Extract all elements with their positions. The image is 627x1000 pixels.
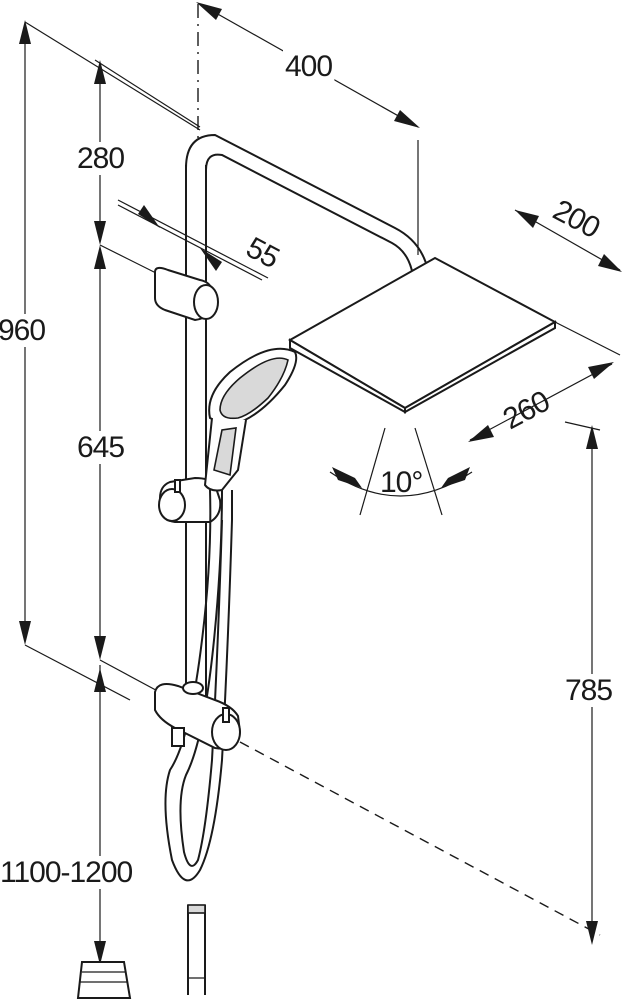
floor-symbol: [76, 961, 132, 999]
overhead-shower-head: [288, 256, 558, 414]
dim-total-height: 960: [0, 314, 45, 347]
upper-wall-bracket: [154, 266, 219, 322]
hand-shower: [203, 347, 298, 492]
riser-rail: [185, 165, 207, 710]
dim-wall-offset: 55: [241, 231, 284, 275]
dim-arm-reach: 400: [285, 50, 332, 83]
dim-mount-height: 1100-1200: [0, 856, 133, 889]
supply-pipe: [187, 904, 206, 995]
dim-rail-length: 645: [77, 431, 124, 464]
lower-mixer-body: [154, 681, 242, 751]
dim-head-height: 785: [565, 674, 612, 707]
dim-top-section: 280: [77, 142, 124, 175]
hand-shower-slider: [158, 476, 222, 523]
dim-tilt-angle: 10°: [380, 466, 422, 499]
dim-total-height-background: [0, 314, 48, 347]
dim-rail-length-background: [75, 431, 127, 464]
dim-head-height-background: [563, 674, 615, 707]
dim-head-depth: 260: [498, 385, 555, 436]
dim-top-section-background: [75, 142, 127, 175]
overhead-arm: [185, 133, 431, 291]
dim-arm-reach-background: [283, 50, 335, 83]
dim-head-width: 200: [548, 194, 605, 245]
dim-mount-height-background: [0, 856, 135, 889]
floor-reference-line: [239, 741, 601, 936]
